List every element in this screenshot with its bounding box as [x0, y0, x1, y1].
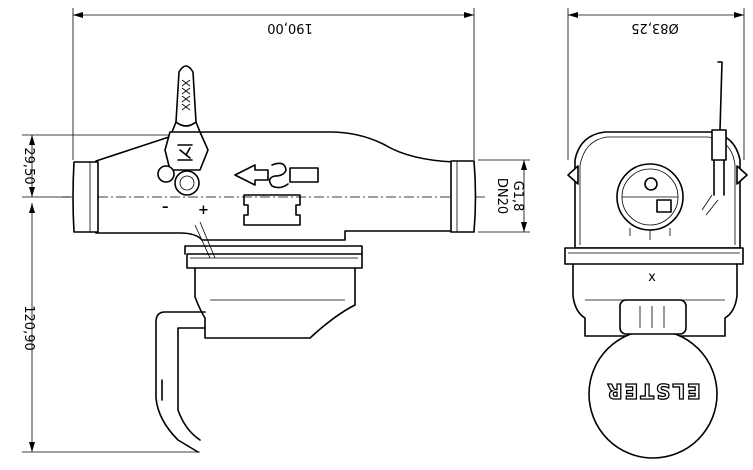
brand-logo: ELSTER [605, 379, 701, 403]
diameter-label: Ø83,25 [631, 20, 678, 35]
right-tab [736, 165, 748, 185]
minus-marking: – [162, 200, 169, 215]
adjustment-knob [174, 170, 200, 196]
dimension-upper-height [22, 134, 180, 198]
valve-bowl [184, 245, 363, 339]
lower-height-label: 120,90 [21, 305, 36, 351]
meter-tag [588, 299, 718, 459]
overall-length-label: 190,00 [267, 20, 313, 35]
dimension-diameter [567, 8, 745, 160]
front-flange [564, 247, 744, 337]
name-plate [243, 194, 301, 226]
flow-direction-icon [177, 144, 193, 161]
inlet-connector [72, 161, 99, 233]
dimension-lower-height [22, 203, 200, 453]
plus-marking: + [198, 203, 209, 218]
thread-label: G1,8 [510, 181, 525, 212]
outlet-connector [450, 160, 477, 233]
front-lever [701, 61, 727, 216]
upper-height-label: 29,50 [21, 147, 36, 184]
flow-arrow-symbol [234, 162, 319, 189]
indicator-circle [157, 165, 175, 183]
left-tab [567, 165, 579, 185]
valve-body-outline [95, 131, 455, 241]
valve-handle [164, 65, 209, 171]
nominal-size-label: DN20 [494, 178, 509, 214]
front-body-outline [574, 131, 741, 249]
dimension-thread [478, 159, 530, 233]
handle-grip-pattern [181, 79, 191, 111]
gauge-dial [616, 163, 684, 240]
reference-mark: x [648, 270, 656, 285]
link-rod [194, 221, 216, 259]
drain-lever [155, 311, 206, 453]
